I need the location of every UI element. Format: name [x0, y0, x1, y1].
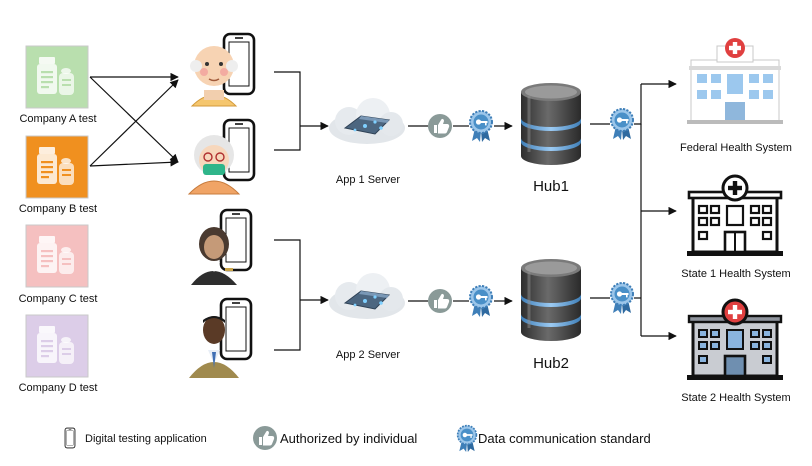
hospital-icon — [686, 37, 784, 125]
test-kit-icon — [25, 45, 89, 109]
ribbon-badge-icon — [469, 110, 493, 143]
ribbon-badge-icon — [469, 285, 493, 318]
connector-app1 — [274, 71, 301, 151]
hub1: Hub1 — [519, 81, 583, 195]
company-d-kit: Company D test — [19, 314, 98, 394]
hospital-icon — [685, 174, 785, 258]
legend-badge-label: Data communication standard — [478, 431, 651, 446]
database-icon — [519, 81, 583, 167]
company-d-label: Company D test — [19, 382, 98, 394]
state1-health-system: State 1 Health System — [681, 174, 791, 280]
state1-label: State 1 Health System — [681, 268, 790, 280]
elderly-man-avatar — [190, 46, 238, 107]
state2-label: State 2 Health System — [681, 392, 790, 404]
server-hub-arrows — [408, 121, 513, 306]
arrow-b-to-user2 — [89, 158, 179, 167]
legend: Digital testing application Authorized b… — [64, 424, 651, 453]
thumbs-up-icon — [428, 114, 452, 138]
arrow-a-to-user2 — [89, 76, 179, 163]
state2-health-system: State 2 Health System — [681, 298, 791, 404]
line-hub1-trunk-up — [634, 84, 642, 125]
user-server-connectors — [274, 71, 329, 351]
test-kit-icon — [25, 314, 89, 378]
smartphone-icon — [64, 427, 76, 449]
ribbon-badge-icon — [456, 424, 478, 453]
app1-server-label: App 1 Server — [336, 174, 401, 186]
federal-health-system: Federal Health System — [680, 37, 792, 154]
kit-arrows — [89, 72, 179, 167]
database-icon — [519, 257, 583, 343]
app2-server-label: App 2 Server — [336, 349, 401, 361]
hospital-icon — [685, 298, 785, 382]
legend-badge: Data communication standard — [456, 424, 651, 453]
legend-phone-label: Digital testing application — [85, 433, 207, 445]
hub-system-arrows — [590, 79, 677, 341]
user-elderly-man — [190, 32, 256, 107]
company-b-label: Company B test — [19, 203, 97, 215]
thumbs-up-icon — [253, 426, 277, 450]
user-woman — [191, 208, 253, 285]
man-avatar — [189, 316, 239, 378]
cloud-server-icon — [328, 97, 406, 145]
test-kit-icon — [25, 224, 89, 288]
legend-thumb-label: Authorized by individual — [280, 431, 417, 446]
arrow-b-to-user1 — [89, 79, 179, 167]
legend-thumb: Authorized by individual — [253, 426, 417, 450]
hub2: Hub2 — [519, 257, 583, 372]
hub1-label: Hub1 — [533, 178, 569, 195]
federal-label: Federal Health System — [680, 142, 792, 154]
thumbs-up-icon — [428, 289, 452, 313]
company-c-label: Company C test — [19, 293, 98, 305]
company-b-kit: Company B test — [19, 135, 97, 215]
user-elderly-woman — [187, 118, 256, 195]
ribbon-badge-icon — [610, 108, 634, 141]
company-c-kit: Company C test — [19, 224, 98, 305]
company-a-label: Company A test — [19, 113, 96, 125]
app2-server: App 2 Server — [328, 272, 406, 361]
company-a-kit: Company A test — [19, 45, 97, 125]
app1-server: App 1 Server — [328, 97, 406, 186]
hub2-label: Hub2 — [533, 355, 569, 372]
cloud-server-icon — [328, 272, 406, 320]
woman-avatar — [191, 227, 237, 285]
elderly-woman-avatar — [187, 135, 241, 195]
legend-phone: Digital testing application — [64, 427, 207, 449]
test-kit-icon — [25, 135, 89, 199]
connector-app2 — [274, 239, 301, 351]
smartphone-icon — [219, 297, 253, 361]
ribbon-badge-icon — [610, 282, 634, 315]
user-man — [189, 297, 253, 378]
